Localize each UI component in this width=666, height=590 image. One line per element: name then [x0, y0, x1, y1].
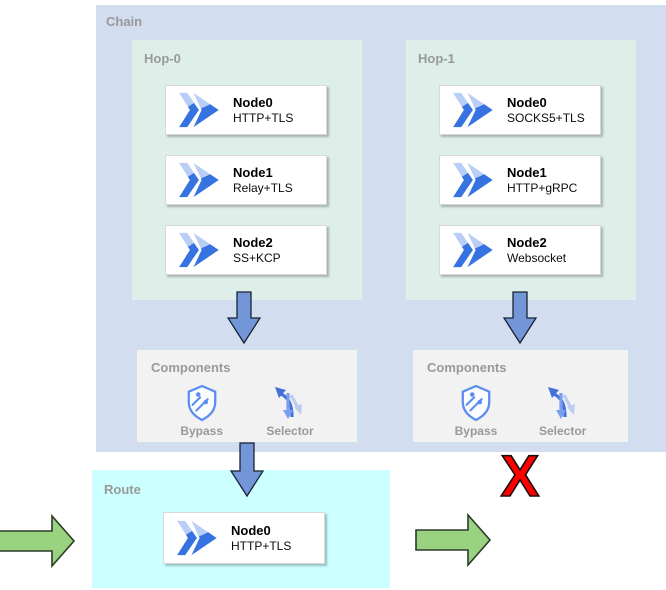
node-card: Node0 HTTP+TLS	[163, 512, 325, 564]
node-name: Node2	[507, 235, 547, 250]
gost-node-arrow-icon	[179, 92, 219, 128]
node-name: Node0	[507, 95, 547, 110]
hop-0-container: Hop-0 Node0 HTTP+TLS Node1 Relay+TLS Nod…	[132, 40, 362, 300]
bypass-shield-icon	[461, 384, 491, 422]
selector-split-icon	[275, 387, 302, 419]
components-title: Components	[427, 360, 507, 375]
node-card: Node1 HTTP+gRPC	[439, 155, 601, 205]
route-title: Route	[104, 482, 141, 497]
gost-node-arrow-icon	[453, 232, 493, 268]
hop-1-title: Hop-1	[418, 51, 455, 66]
flow-right-arrow	[415, 512, 492, 568]
component-label: Bypass	[454, 424, 498, 438]
node-protocol: SOCKS5+TLS	[507, 111, 585, 125]
component-label: Selector	[538, 424, 587, 438]
hop-0-title: Hop-0	[144, 51, 181, 66]
node-card: Node0 HTTP+TLS	[165, 85, 327, 135]
node-protocol: Relay+TLS	[233, 181, 293, 195]
flow-right-arrow	[0, 513, 76, 569]
components-panel-hop1: Components Bypass	[413, 350, 628, 442]
hop-1-container: Hop-1 Node0 SOCKS5+TLS Node1 HTTP+gRPC N…	[406, 40, 636, 300]
component-label: Bypass	[180, 424, 224, 438]
blocked-x-glyph: X	[501, 448, 540, 502]
components-title: Components	[151, 360, 231, 375]
component-label: Selector	[266, 424, 314, 438]
chain-container: Chain Hop-0 Node0 HTTP+TLS Node1 Relay+T…	[96, 5, 666, 452]
node-protocol: Websocket	[507, 251, 567, 265]
node-name: Node1	[507, 165, 547, 180]
node-card: Node0 SOCKS5+TLS	[439, 85, 601, 135]
gost-node-arrow-icon	[453, 92, 493, 128]
node-name: Node0	[233, 95, 273, 110]
selector-split-icon	[547, 387, 575, 419]
node-protocol: SS+KCP	[233, 251, 281, 265]
components-panel-hop0: Components Bypass	[137, 350, 357, 442]
node-protocol: HTTP+TLS	[231, 539, 292, 553]
node-name: Node1	[233, 165, 273, 180]
node-name: Node2	[233, 235, 273, 250]
node-protocol: HTTP+gRPC	[507, 181, 578, 195]
bypass-shield-icon	[187, 384, 217, 422]
route-container: Route Node0 HTTP+TLS	[92, 470, 390, 588]
node-card: Node1 Relay+TLS	[165, 155, 327, 205]
node-card: Node2 SS+KCP	[165, 225, 327, 275]
component-selector: Selector	[539, 384, 586, 438]
node-name: Node0	[231, 523, 271, 538]
gost-node-arrow-icon	[453, 162, 493, 198]
chain-title: Chain	[106, 14, 143, 29]
component-bypass: Bypass	[180, 384, 223, 438]
node-card: Node2 Websocket	[439, 225, 601, 275]
component-selector: Selector	[266, 384, 314, 438]
gost-node-arrow-icon	[179, 162, 219, 198]
gost-node-arrow-icon	[179, 232, 219, 268]
component-bypass: Bypass	[454, 384, 498, 438]
gost-node-arrow-icon	[177, 520, 217, 556]
node-protocol: HTTP+TLS	[233, 111, 294, 125]
blocked-x-mark: X	[500, 448, 541, 502]
